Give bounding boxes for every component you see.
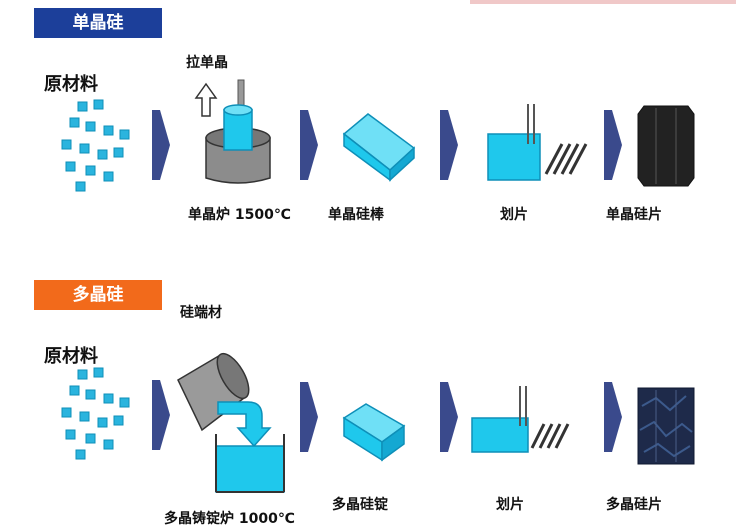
poly-flow-arrow-3 [440,382,458,452]
top-decoration-bar [470,0,736,4]
mono-flow-arrow-3 [440,110,458,180]
mono-flow-arrow-4 [604,110,622,180]
mono-raw-material-cubes [61,99,130,192]
mono-furnace-graphic [194,79,271,184]
poly-ingot-label: 多晶硅锭 [332,497,388,513]
mono-flow-arrow-1 [152,110,170,180]
poly-slice-label: 划片 [496,497,524,513]
mono-raw-material-label: 原材料 [44,74,98,95]
mono-furnace-label: 单晶炉 1500℃ [188,207,291,223]
mono-silicon-tag: 单晶硅 [34,8,162,38]
poly-flow-arrow-4 [604,382,622,452]
mono-pull-label: 拉单晶 [186,55,228,71]
poly-flow-arrow-2 [300,382,318,452]
mono-wafer-graphic [637,105,695,187]
mono-slice-label: 划片 [500,207,528,223]
poly-silicon-tag: 多晶硅 [34,280,162,310]
mono-silicon-rod-graphic [342,113,416,182]
poly-crucible-label: 硅端材 [180,305,222,321]
poly-slicing-graphic [471,386,570,453]
mono-flow-arrow-2 [300,110,318,180]
poly-casting-furnace-graphic [177,352,285,493]
poly-flow-arrow-1 [152,380,170,450]
poly-wafer-label: 多晶硅片 [606,497,662,513]
mono-slicing-graphic [487,104,588,181]
poly-wafer-graphic [637,387,695,465]
mono-rod-label: 单晶硅棒 [328,207,384,223]
poly-raw-material-cubes [61,367,130,460]
poly-ingot-graphic [342,403,406,462]
mono-wafer-label: 单晶硅片 [606,207,662,223]
poly-raw-material-label: 原材料 [44,346,98,367]
poly-furnace-label: 多晶铸锭炉 1000℃ [164,511,295,527]
